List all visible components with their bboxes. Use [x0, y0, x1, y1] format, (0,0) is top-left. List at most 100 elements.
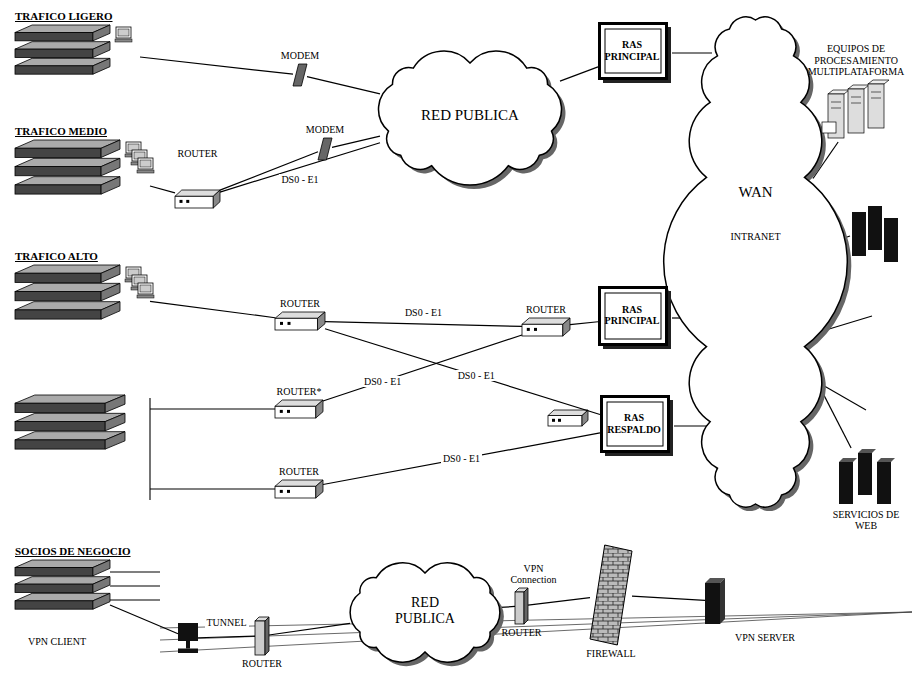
connector — [220, 143, 380, 192]
drawing-part — [115, 39, 132, 42]
connector-line — [672, 52, 712, 53]
drawing-part — [175, 190, 220, 196]
connector — [325, 329, 600, 415]
drawing-part — [705, 583, 720, 624]
network-cloud: RED PUBLICA — [380, 55, 560, 175]
node-label: ROUTER — [279, 466, 319, 477]
router-symbol-shape — [175, 190, 220, 208]
drawing-part — [186, 641, 190, 649]
node-label: MODEM — [281, 50, 319, 61]
node-label: ROUTER — [178, 148, 218, 159]
connector — [110, 605, 178, 634]
connector — [323, 433, 600, 485]
drawing-part — [175, 196, 213, 208]
router-symbol: ROUTER* — [275, 400, 323, 418]
drawing-part — [101, 265, 120, 282]
node-label: RAS PRINCIPAL — [604, 304, 660, 326]
connector — [674, 426, 707, 427]
server-towers — [852, 206, 898, 262]
node-label: ROUTER — [526, 304, 566, 315]
drawing-part — [15, 33, 93, 41]
drawing-part — [287, 490, 290, 493]
node-label: RAS PRINCIPAL — [604, 39, 660, 61]
building: SOCIOS DE NEGOCIO — [15, 560, 110, 610]
connector-line — [110, 605, 178, 634]
drawing-part — [877, 462, 891, 504]
drawing-part — [15, 403, 105, 412]
group-heading: TRAFICO MEDIO — [15, 125, 107, 137]
wire — [110, 585, 160, 586]
building-shape — [15, 560, 110, 610]
wire — [149, 398, 150, 500]
drawing-part — [140, 285, 151, 292]
drawing-part — [379, 51, 562, 185]
drawing-part — [877, 458, 895, 462]
edge-label: DS0 - E1 — [362, 376, 403, 387]
modem-symbol-shape — [293, 64, 307, 86]
drawing-part — [101, 283, 120, 300]
connector — [140, 57, 293, 74]
drawing-part — [105, 432, 125, 449]
edge-label: DS0 - E1 — [279, 174, 320, 185]
drawing-part — [858, 453, 872, 495]
drawing-part — [558, 419, 561, 422]
drawing-part — [275, 318, 318, 330]
drawing-part — [178, 649, 198, 654]
drawing-part — [265, 617, 269, 655]
node-label: FIREWALL — [586, 648, 635, 659]
router-symbol-shape — [275, 480, 323, 498]
drawing-part — [140, 160, 151, 167]
drawing-part — [137, 170, 154, 173]
connector-line — [307, 77, 380, 94]
drawing-part — [552, 419, 555, 422]
ras-box: RAS RESPALDO — [600, 395, 674, 457]
connector — [220, 152, 318, 190]
connector — [198, 636, 255, 638]
drawing-part — [186, 200, 189, 203]
firewall-wall-shape — [590, 545, 632, 645]
router-symbol-shape — [275, 400, 323, 418]
drawing-part — [15, 601, 93, 609]
drawing-part — [15, 310, 101, 319]
connector-line — [500, 606, 515, 607]
wire — [110, 599, 160, 600]
drawing-part — [280, 410, 283, 413]
group-heading: TRAFICO ALTO — [15, 250, 98, 262]
drawing-part — [524, 588, 528, 624]
drawing-part — [275, 312, 325, 318]
edge-label: DS0 - E1 — [456, 370, 497, 381]
drawing-part — [318, 312, 326, 330]
drawing-part — [93, 58, 110, 74]
connector-line — [220, 152, 318, 190]
drawing-part — [138, 283, 153, 294]
drawing-part — [839, 462, 853, 504]
node-label: VPN SERVER — [735, 632, 795, 643]
tunnel-line — [160, 612, 912, 640]
drawing-part — [868, 84, 884, 128]
drawing-part — [105, 413, 125, 430]
client-pc: VPN CLIENT — [178, 623, 198, 653]
drawing-part — [15, 148, 101, 157]
drawing-part — [178, 623, 198, 641]
server-group: SERVICIOS DE WEB — [835, 448, 897, 506]
router-symbol: ROUTER — [275, 480, 323, 498]
connector-line — [140, 57, 293, 74]
router-symbol-shape — [515, 588, 528, 624]
connector-line — [570, 322, 598, 325]
drawing-part — [275, 486, 316, 498]
connector — [632, 596, 705, 600]
connector-line — [332, 136, 380, 147]
connector — [500, 606, 515, 607]
modem-symbol: MODEM — [318, 138, 332, 160]
router-symbol: ROUTER — [275, 312, 325, 330]
drawing-part — [15, 185, 101, 194]
drawing-part — [116, 27, 131, 38]
drawing-part — [868, 80, 889, 84]
drawing-part — [105, 395, 125, 412]
drawing-part — [93, 593, 110, 609]
drawing-part — [871, 92, 881, 93]
drawing-part — [15, 49, 93, 57]
drawing-part — [101, 302, 120, 319]
connector — [323, 335, 522, 401]
